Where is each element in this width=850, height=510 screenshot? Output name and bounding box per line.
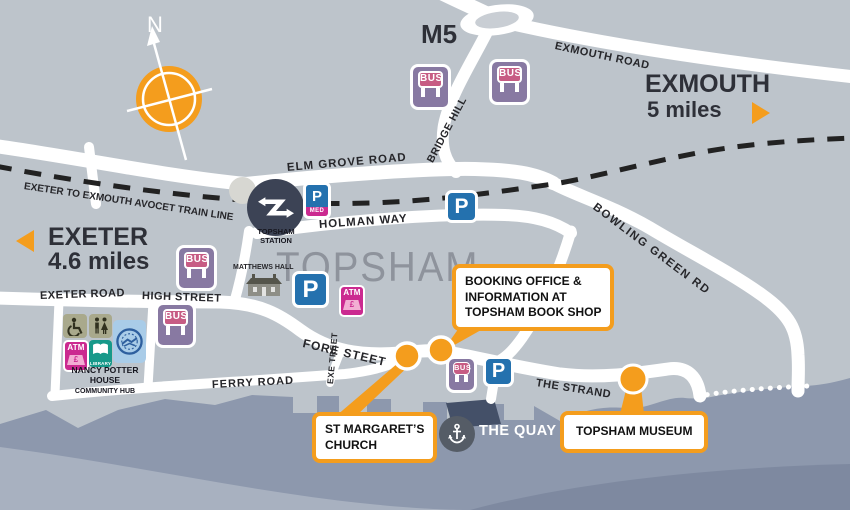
water-dark-band [470, 464, 850, 510]
road-bridge-hill [436, 22, 495, 178]
anchor-icon [448, 423, 466, 444]
road-bowling-green [546, 176, 805, 398]
atm-icon-nancy-potter[interactable]: ATM £ [63, 340, 89, 372]
quay-label: THE QUAY [479, 423, 557, 439]
roundabout-island [475, 11, 519, 29]
nancy-potter-label: NANCY POTTER HOUSE COMMUNITY HUB [71, 365, 139, 395]
road-mid-connector [143, 297, 158, 392]
st-margarets-church-callout[interactable]: ST MARGARET’S CHURCH [312, 412, 438, 464]
exeter-name: EXETER [48, 223, 149, 251]
topsham-museum-callout[interactable]: TOPSHAM MUSEUM [560, 411, 709, 453]
shoreline-dotted-path [695, 383, 811, 399]
bus-stop-icon-bridge-hill-east[interactable]: BUS [489, 59, 530, 105]
rail-station-icon[interactable] [247, 179, 304, 236]
community-hub-emblem-icon[interactable] [113, 320, 146, 363]
parking-icon-strand[interactable]: P [483, 356, 514, 387]
museum-callout-tail [620, 387, 644, 414]
library-icon[interactable]: LIBRARY [89, 340, 112, 367]
exeter-arrow-icon [16, 230, 34, 252]
motorway-label: M5 [421, 19, 458, 49]
bus-stop-icon-ferry-road[interactable]: BUS [155, 302, 196, 348]
road-elm-grove [0, 139, 560, 192]
church-callout-tail [336, 361, 414, 416]
water-light-band [0, 447, 470, 510]
parking-med-icon[interactable]: P MED [303, 182, 331, 219]
parking-icon-holman-way[interactable]: P [445, 190, 478, 223]
bus-stop-icon-high-street[interactable]: BUS [176, 245, 217, 291]
exmouth-name: EXMOUTH [645, 70, 770, 98]
exmouth-arrow-icon [752, 102, 770, 124]
bookshop-marker-dot[interactable] [426, 335, 456, 365]
road-stub-level-crossing [84, 142, 101, 209]
compass-rose [126, 26, 213, 161]
church-marker-dot[interactable] [392, 341, 422, 371]
exmouth-distance: 5 miles [647, 97, 722, 122]
road-ferry [47, 356, 402, 401]
bus-stop-icon-bridge-hill-west[interactable]: BUS [410, 64, 451, 110]
museum-marker-dot[interactable] [617, 363, 649, 395]
road-exe-street [326, 345, 346, 387]
national-rail-icon [257, 197, 294, 218]
exeter-distance: 4.6 miles [48, 248, 150, 275]
road-exmouth [502, 16, 850, 83]
road-west-connector [50, 296, 64, 399]
booking-office-callout[interactable]: BOOKING OFFICE & INFORMATION AT TOPSHAM … [452, 264, 615, 331]
matthews-hall-label: MATTHEWS HALL [233, 264, 294, 271]
quay-anchor-icon[interactable] [439, 416, 475, 452]
wheelchair-access-icon[interactable] [63, 314, 87, 338]
matthews-hall-building-icon[interactable] [244, 273, 284, 302]
bus-stop-icon-strand[interactable]: BUS [446, 356, 477, 393]
compass-north-label: N [147, 12, 163, 37]
atm-icon-fore-street[interactable]: ATM £ [339, 285, 365, 317]
toilets-icon[interactable] [89, 314, 112, 338]
parking-icon-fore-street[interactable]: P [292, 271, 329, 308]
